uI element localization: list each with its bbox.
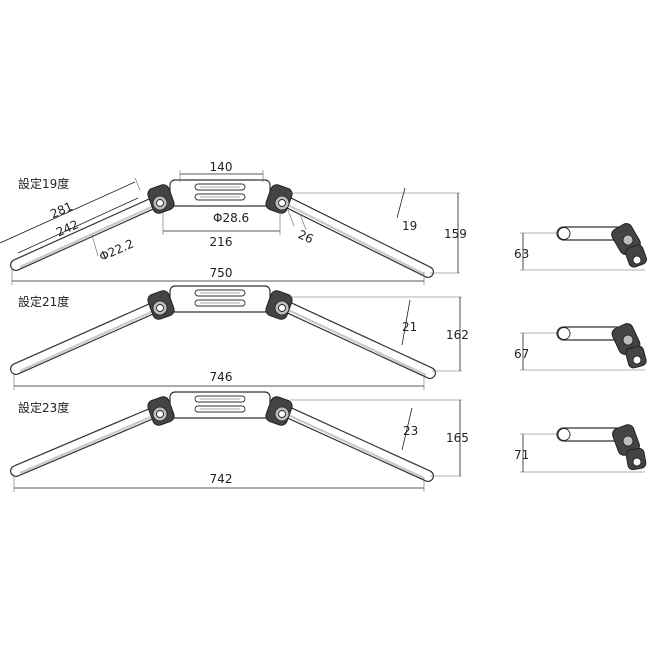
dim-center-width-label: 140 — [210, 160, 233, 174]
width-23-label: 742 — [210, 472, 233, 486]
angle-23: 23 — [401, 407, 418, 451]
side-height-23-label: 71 — [514, 448, 529, 462]
height-19: 159 — [290, 192, 467, 274]
knurl-length-19: 26 — [287, 209, 316, 246]
left-bar-23 — [10, 404, 166, 477]
setting-21-group: 設定21度 21 — [10, 285, 469, 390]
setting-23-group: 設定23度 23 — [10, 391, 469, 492]
side-height-21-label: 67 — [514, 347, 529, 361]
right-bar-19 — [277, 194, 434, 278]
right-knuckle-19 — [265, 184, 293, 214]
bar-diameter-19: Φ22.2 — [91, 234, 136, 264]
left-bar-21 — [10, 299, 166, 375]
side-view-21: 67 — [514, 323, 647, 371]
clamp-diameter-label: Φ28.6 — [213, 211, 249, 225]
side-height-19-label: 63 — [514, 247, 529, 261]
width-21: 746 — [13, 370, 425, 390]
dim-outer-length-label: 281 — [48, 199, 75, 221]
angle-19: 19 — [396, 187, 417, 233]
dim-clamp-width-19: 216 — [162, 212, 281, 249]
left-bar-19 — [10, 194, 166, 271]
bar-diameter-label: Φ22.2 — [97, 236, 136, 264]
center-clamp-21 — [169, 285, 271, 313]
height-23: 165 — [290, 399, 469, 477]
center-clamp-23 — [169, 391, 271, 419]
side-view-23: 71 — [514, 424, 647, 473]
side-view-19: 63 — [514, 223, 647, 271]
right-bar-21 — [277, 299, 436, 379]
angle-21-label: 21 — [402, 320, 417, 334]
width-19-label: 750 — [210, 266, 233, 280]
right-knuckle-21 — [265, 290, 293, 320]
left-knuckle-23 — [147, 396, 175, 426]
center-clamp-19 — [169, 179, 271, 207]
height-21-label: 162 — [446, 328, 469, 342]
setting-19-label: 設定19度 — [18, 176, 69, 191]
height-19-label: 159 — [444, 227, 467, 241]
angle-23-label: 23 — [403, 424, 418, 438]
right-knuckle-23 — [265, 396, 293, 426]
knurl-length-label: 26 — [296, 227, 316, 246]
width-19: 750 — [11, 266, 425, 285]
height-23-label: 165 — [446, 431, 469, 445]
dim-clamp-width-label: 216 — [210, 235, 233, 249]
setting-21-label: 設定21度 — [18, 294, 69, 309]
width-23: 742 — [13, 472, 425, 492]
right-bar-23 — [277, 404, 434, 482]
dim-center-width-19: 140 — [179, 160, 264, 182]
height-21: 162 — [290, 296, 469, 372]
left-knuckle-19 — [147, 184, 175, 214]
left-knuckle-21 — [147, 290, 175, 320]
width-21-label: 746 — [210, 370, 233, 384]
angle-19-label: 19 — [402, 219, 417, 233]
setting-23-label: 設定23度 — [18, 400, 69, 415]
setting-19-group: 設定19度 — [0, 160, 467, 285]
angle-21: 21 — [401, 299, 417, 346]
